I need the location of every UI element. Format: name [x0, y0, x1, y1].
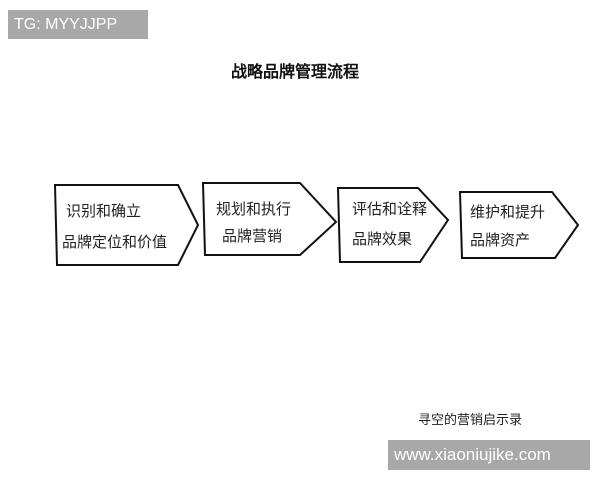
step-1-line1: 识别和确立: [66, 202, 141, 220]
step-1-line2: 品牌定位和价值: [62, 233, 167, 251]
process-step-2: 规划和执行 品牌营销: [201, 182, 338, 256]
step-2-line2: 品牌营销: [222, 227, 282, 245]
step-3-line2: 品牌效果: [352, 230, 412, 248]
step-2-line1: 规划和执行: [216, 200, 291, 218]
process-step-4: 维护和提升 品牌资产: [458, 191, 580, 259]
step-4-line1: 维护和提升: [470, 203, 545, 221]
watermark-tag: TG: MYYJJPP: [8, 10, 148, 39]
site-watermark: www.xiaoniujike.com: [388, 440, 590, 470]
diagram-title: 战略品牌管理流程: [230, 62, 359, 81]
process-step-3: 评估和诠释 品牌效果: [336, 187, 450, 263]
step-4-line2: 品牌资产: [470, 231, 530, 249]
caption: 寻空的营销启示录: [418, 413, 523, 428]
step-3-line1: 评估和诠释: [352, 200, 427, 218]
process-step-1: 识别和确立 品牌定位和价值: [53, 184, 200, 266]
